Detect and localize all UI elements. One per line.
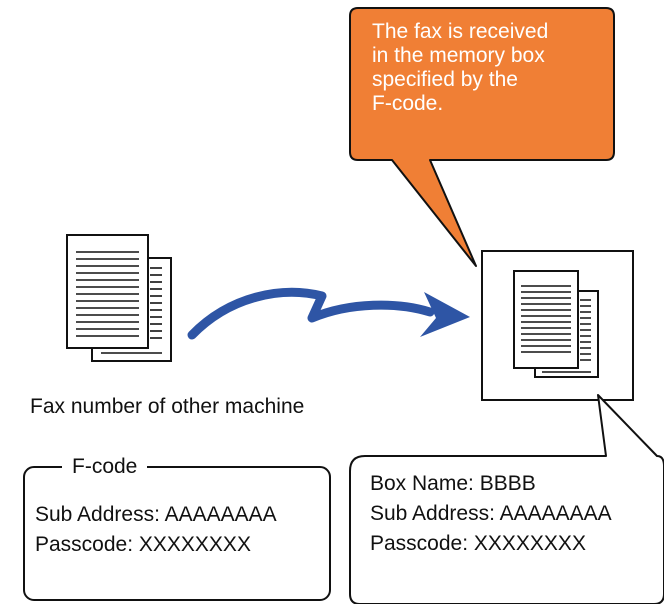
- fcode-sub-address: Sub Address: AAAAAAAA: [35, 503, 277, 526]
- fcode-box-frame: [23, 466, 331, 601]
- callout-text: The fax is received in the memory box sp…: [372, 20, 602, 116]
- memory-box-document-icon: [481, 250, 634, 401]
- box-name: Box Name: BBBB: [370, 472, 536, 495]
- callout-bubble: [349, 7, 615, 267]
- callout-line: specified by the: [372, 68, 518, 91]
- fcode-passcode: Passcode: XXXXXXXX: [35, 533, 251, 556]
- fcode-legend: F-code: [62, 455, 148, 479]
- callout-line: F-code.: [372, 92, 444, 115]
- box-sub-address: Sub Address: AAAAAAAA: [370, 502, 612, 525]
- callout-line: The fax is received: [372, 20, 549, 43]
- transmission-arrow-icon: [187, 287, 470, 340]
- sender-caption: Fax number of other machine: [30, 395, 305, 418]
- callout-line: in the memory box: [372, 44, 545, 67]
- box-info-content: Box Name: BBBB Sub Address: AAAAAAAA Pas…: [370, 469, 612, 559]
- document-stack-icon: [66, 234, 172, 362]
- fcode-content: Sub Address: AAAAAAAA Passcode: XXXXXXXX: [35, 500, 277, 560]
- box-passcode: Passcode: XXXXXXXX: [370, 532, 586, 555]
